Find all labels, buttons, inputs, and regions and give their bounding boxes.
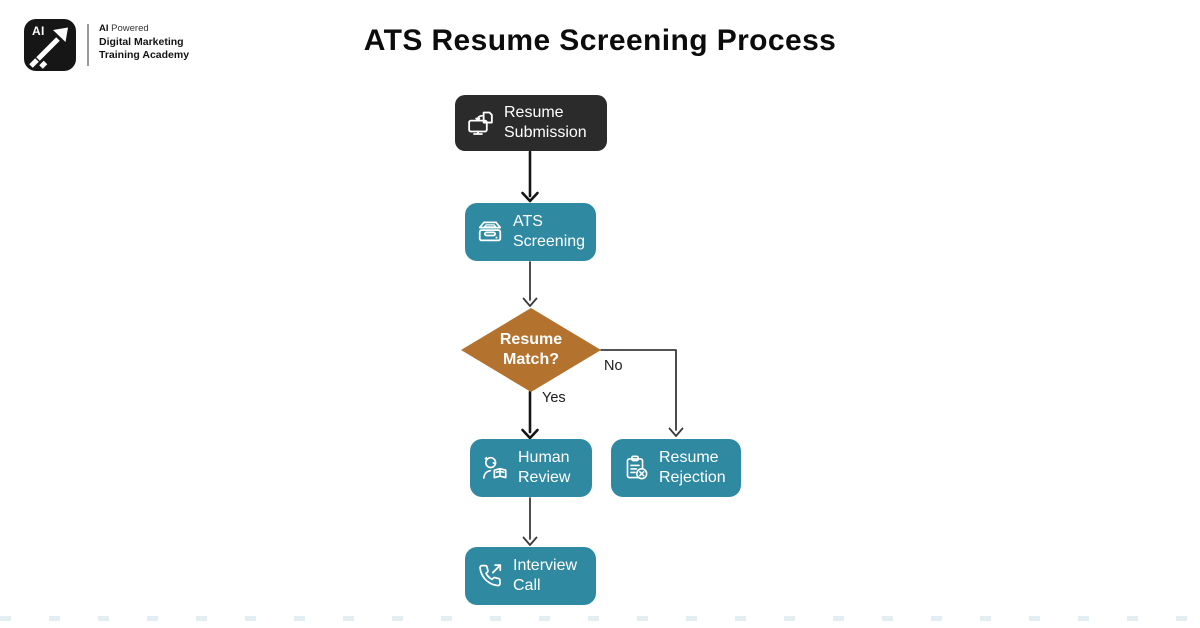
- brand-text: AI Powered Digital Marketing Training Ac…: [99, 19, 189, 63]
- edge-label-no: No: [604, 358, 623, 374]
- flow-node-human-review: Human Review: [470, 439, 592, 497]
- edge-match-to-review: [521, 390, 539, 440]
- edge-ats-to-match: [522, 261, 538, 307]
- brand-divider: [87, 24, 89, 66]
- flow-node-interview-call: Interview Call: [465, 547, 596, 605]
- edge-label-yes: Yes: [542, 390, 566, 406]
- node-label: ATS Screening: [513, 213, 586, 250]
- document-submission-icon: [466, 109, 495, 138]
- growth-arrow-icon: [29, 27, 68, 69]
- flow-decision-resume-match: Resume Match?: [461, 308, 601, 392]
- person-reading-icon: [481, 454, 509, 482]
- clipboard-rejected-icon: [622, 454, 650, 482]
- node-label: Interview Call: [513, 557, 578, 594]
- flow-node-ats-screening: ATS Screening: [465, 203, 596, 261]
- node-label: Resume Rejection: [659, 449, 726, 486]
- brand-name-line2: Training Academy: [99, 49, 190, 62]
- brand-name-line1: Digital Marketing: [99, 35, 184, 48]
- decision-label: Resume Match?: [499, 331, 563, 368]
- brand-logo-icon: AI: [24, 19, 76, 71]
- node-label: Human Review: [518, 449, 571, 486]
- phone-outgoing-icon: [476, 562, 504, 590]
- flow-node-resume-rejection: Resume Rejection: [611, 439, 741, 497]
- footer-dashed-divider: [0, 616, 1200, 621]
- node-label: Resume Submission: [504, 104, 587, 141]
- brand-logo: AI AI Powered Digital Marketing Training…: [24, 19, 189, 71]
- edge-review-to-call: [522, 497, 538, 546]
- logo-mark-text: AI: [32, 24, 45, 38]
- flow-node-resume-submission: Resume Submission: [455, 95, 607, 151]
- scanner-icon: [476, 218, 504, 246]
- page-title: ATS Resume Screening Process: [363, 24, 837, 57]
- edge-submission-to-ats: [521, 150, 539, 203]
- brand-tagline: AI Powered: [99, 23, 149, 34]
